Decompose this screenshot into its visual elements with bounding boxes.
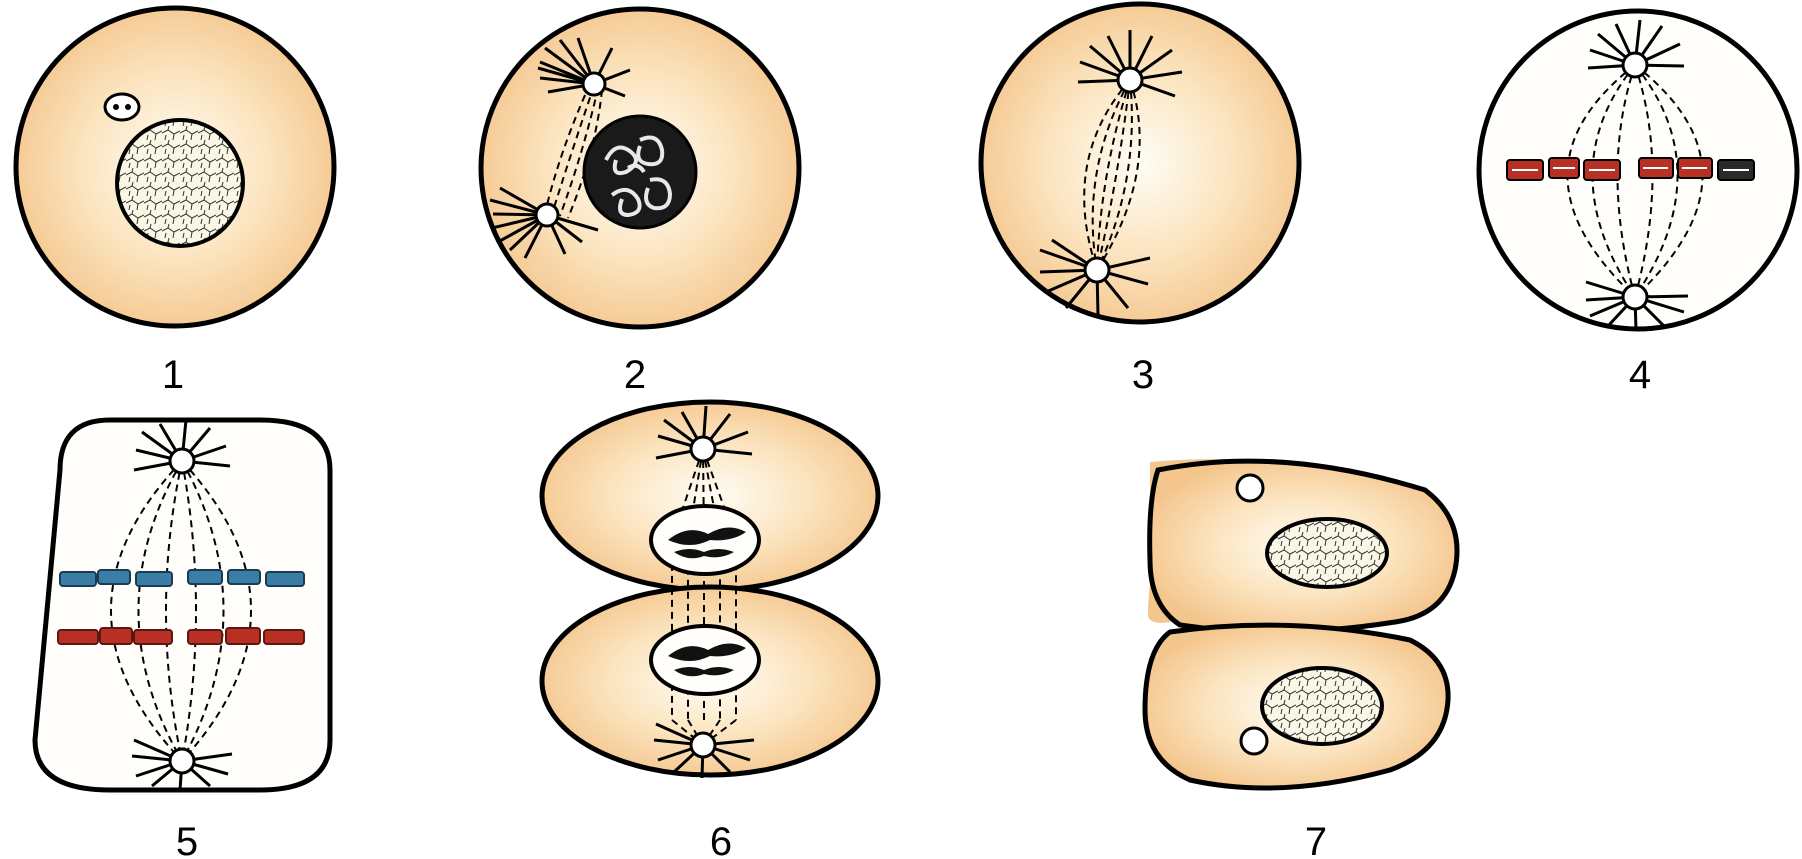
label-4: 4 [1629, 353, 1651, 397]
centriole-bottom [1241, 728, 1267, 754]
chromatid [100, 628, 132, 644]
chromatid [136, 572, 172, 586]
cell-5-anaphase [35, 420, 330, 790]
cell-7-cytokinesis [1145, 459, 1457, 788]
cell-4-metaphase [1479, 11, 1797, 330]
chromatid [228, 570, 260, 584]
chromatid [134, 630, 172, 644]
chromatid [226, 628, 260, 644]
nucleus-top [1267, 519, 1387, 587]
centriole-dot [125, 104, 131, 110]
cell-3-prometaphase [981, 4, 1299, 322]
label-6: 6 [710, 820, 732, 859]
centriole-dot [113, 104, 119, 110]
nucleus-bottom [1262, 668, 1382, 744]
cell-6-telophase [542, 402, 878, 778]
cell-membrane [35, 420, 330, 790]
label-5: 5 [176, 820, 198, 859]
nucleus [117, 120, 243, 246]
chromatid [58, 630, 98, 644]
chromatid [98, 570, 130, 584]
label-7: 7 [1305, 820, 1327, 859]
chromatid [266, 572, 304, 586]
cell-2-prophase [481, 9, 799, 327]
centriole-top [1237, 475, 1263, 501]
label-2: 2 [624, 353, 646, 397]
cell-1-interphase [16, 8, 334, 326]
centriole-pair [105, 94, 139, 120]
label-3: 3 [1132, 353, 1154, 397]
cell-membrane [981, 4, 1299, 322]
nucleus-reforming-bottom [651, 626, 759, 694]
chromatid [264, 630, 304, 644]
label-1: 1 [162, 353, 184, 397]
chromatid [60, 572, 96, 586]
chromatid [188, 630, 222, 644]
chromatid [188, 570, 222, 584]
